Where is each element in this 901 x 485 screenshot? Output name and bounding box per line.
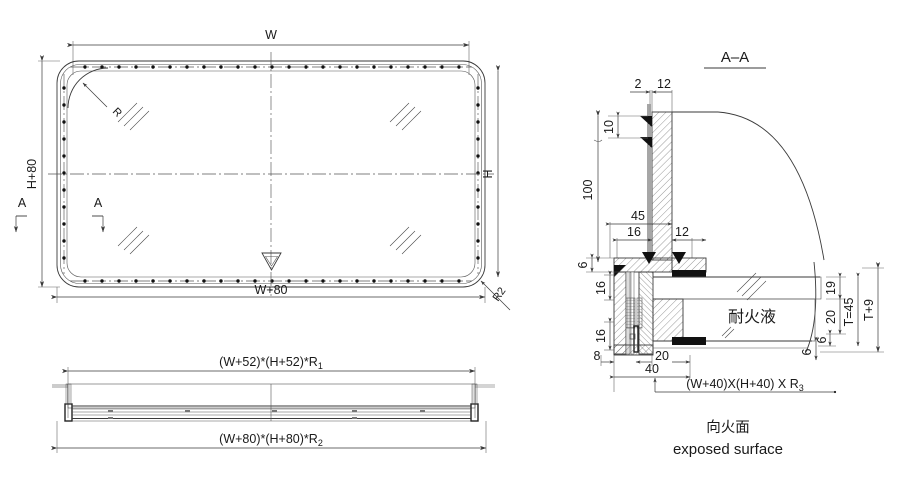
section-title-label: A–A xyxy=(721,49,749,66)
dim-20-right: 20 xyxy=(824,294,846,335)
dim-W80-side-label: (W+80)*(H+80)*R2 xyxy=(219,432,323,448)
dim-W80-side: (W+80)*(H+80)*R2 xyxy=(51,421,487,453)
dim-6-r1: 6 xyxy=(815,329,836,347)
fastener-dots-bottom xyxy=(83,279,461,283)
exposed-surface-cjk: 向火面 xyxy=(706,419,750,436)
dim-16-b: 16 xyxy=(594,317,614,351)
glass-symbol-bottom-left xyxy=(117,226,150,255)
dim-16-a: 16 xyxy=(594,270,614,301)
radius-R2-leader: R2 xyxy=(480,280,511,311)
section-mark-A-inner: A xyxy=(92,196,106,233)
dim-16-b-label: 16 xyxy=(594,329,608,343)
frame-jamb-assembly xyxy=(613,271,654,355)
swing-arc-upper xyxy=(717,111,825,261)
dim-W: W xyxy=(67,28,470,75)
dim-base-formula-label: (W+40)X(H+40) X R3 xyxy=(686,377,804,393)
dim-16-top-label: 16 xyxy=(627,225,641,239)
dim-W52: (W+52)*(H+52)*R1 xyxy=(62,355,476,418)
center-lines xyxy=(48,52,494,296)
dim-T9-label: T+9 xyxy=(862,299,876,321)
dim-16-top: 16 xyxy=(612,225,653,258)
fastener-dots-right xyxy=(476,86,480,260)
glass-symbol-top-left xyxy=(117,102,150,131)
dim-10-label: 10 xyxy=(602,120,616,134)
section-title: A–A xyxy=(704,49,766,69)
dim-W80: W+80 xyxy=(51,283,486,303)
dim-T9: T+9 xyxy=(820,262,884,353)
section-AA-view: A–A 2 12 xyxy=(576,49,884,458)
fastener-dots-left xyxy=(62,86,66,260)
dim-12-mid-label: 12 xyxy=(675,225,689,239)
dim-W-label: W xyxy=(265,28,277,42)
fastener-dots-top xyxy=(83,65,461,69)
dim-8-label: 8 xyxy=(594,349,601,363)
dim-100-label: 100 xyxy=(581,180,595,201)
dim-19: 19 xyxy=(824,272,846,300)
dim-6-left-label: 6 xyxy=(576,261,590,268)
dim-20-right-label: 20 xyxy=(824,310,838,324)
dim-8: 8 xyxy=(594,349,615,366)
dim-12-top-label: 12 xyxy=(657,77,671,91)
dim-6-r2-label: 6 xyxy=(800,348,814,355)
orientation-triangle-symbol xyxy=(261,252,282,271)
dim-6-r2: 6 xyxy=(800,336,818,361)
side-elevation-view: (W+52)*(H+52)*R1 xyxy=(51,355,495,453)
front-elevation-view: W xyxy=(13,28,511,311)
dim-40: 40 xyxy=(609,355,691,392)
dim-top-2-12: 2 12 xyxy=(630,77,673,112)
dim-45-label: 45 xyxy=(631,209,645,223)
dim-40-label: 40 xyxy=(645,362,659,376)
dim-19-label: 19 xyxy=(824,281,838,295)
dim-H80-label: H+80 xyxy=(25,159,39,189)
dim-10: 10 xyxy=(602,111,648,139)
dim-45: 45 xyxy=(605,209,673,258)
dim-H80: H+80 xyxy=(25,55,60,288)
radius-R-label: R xyxy=(110,106,124,120)
fire-liquid-label: 耐火液 xyxy=(728,307,776,326)
glass-symbol-top-right xyxy=(389,102,422,131)
dim-6-r1-label: 6 xyxy=(815,336,829,343)
dim-T45-label: T=45 xyxy=(842,298,856,327)
exposed-surface-caption: 向火面 exposed surface xyxy=(673,419,783,458)
exposed-surface-en: exposed surface xyxy=(673,441,783,458)
dim-2-label: 2 xyxy=(635,77,642,91)
dim-W52-label: (W+52)*(H+52)*R1 xyxy=(219,355,323,371)
glass-symbol-bottom-right xyxy=(389,226,422,255)
dim-H-label: H xyxy=(481,169,495,178)
glazing-cavity: 耐火液 xyxy=(613,272,822,356)
radius-R-leader: R xyxy=(67,67,124,120)
side-rails xyxy=(52,384,495,388)
side-body xyxy=(64,383,479,422)
dim-T45: T=45 xyxy=(842,272,860,347)
dim-16-a-label: 16 xyxy=(594,281,608,295)
frame-head-block xyxy=(613,252,707,277)
section-mark-A-left: A xyxy=(13,196,27,233)
dim-20-bottom: 20 xyxy=(635,349,691,378)
dim-20-bottom-label: 20 xyxy=(655,349,669,363)
dim-12-mid: 12 xyxy=(671,225,707,258)
section-mark-A-left-label: A xyxy=(18,196,27,210)
dim-W80-label: W+80 xyxy=(254,283,287,297)
section-mark-A-inner-label: A xyxy=(94,196,103,210)
radius-R2-label: R2 xyxy=(491,285,509,303)
dim-100: 100 xyxy=(581,110,603,263)
dim-H: H xyxy=(481,65,501,278)
dim-base-formula: (W+40)X(H+40) X R3 xyxy=(653,377,837,394)
dim-6-left: 6 xyxy=(576,253,614,273)
